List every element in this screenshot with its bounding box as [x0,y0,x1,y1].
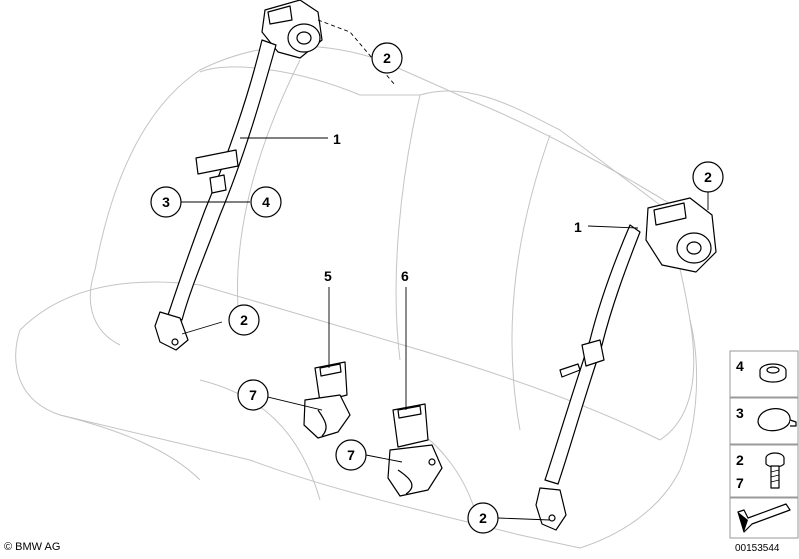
legend-item-2-label: 2 [736,452,744,468]
arrow-icon[interactable] [737,503,791,533]
callout-left-4: 4 [250,186,282,218]
buckle-5 [303,361,351,439]
callout-left-2-label: 2 [240,312,248,328]
copyright-text: © BMW AG [4,541,61,553]
left-seat-belt [154,0,323,351]
parts-legend: 4 3 2 7 [729,350,799,539]
callout-bottom-2: 2 [467,502,499,534]
callout-right-1-label: 1 [574,219,582,235]
legend-item-3-label: 3 [736,405,744,421]
callout-left-1-label: 1 [333,131,341,147]
callout-left-2: 2 [228,304,260,336]
cap-nut-icon [759,363,787,383]
callout-6-label: 6 [401,268,409,284]
diagram-number: 00153544 [735,543,780,554]
legend-item-7-label: 7 [736,475,744,491]
cover-cap-icon [757,408,797,432]
callout-7a-label: 7 [249,387,257,403]
callout-7b: 7 [335,439,367,471]
callout-left-3: 3 [150,186,182,218]
callout-left-4-label: 4 [262,194,270,210]
callout-7a: 7 [237,379,269,411]
right-seat-belt [535,197,717,531]
legend-item-4-label: 4 [736,358,744,374]
callout-top-2: 2 [371,42,403,74]
callout-7b-label: 7 [347,447,355,463]
callout-right-2: 2 [692,161,724,193]
callout-left-3-label: 3 [162,194,170,210]
callout-5-label: 5 [324,268,332,284]
callout-bottom-2-label: 2 [479,510,487,526]
rear-seat-outline [15,45,698,549]
torx-screw-icon [765,452,785,489]
callout-right-2-label: 2 [704,169,712,185]
callout-top-2-label: 2 [383,50,391,66]
buckle-6 [387,403,443,497]
